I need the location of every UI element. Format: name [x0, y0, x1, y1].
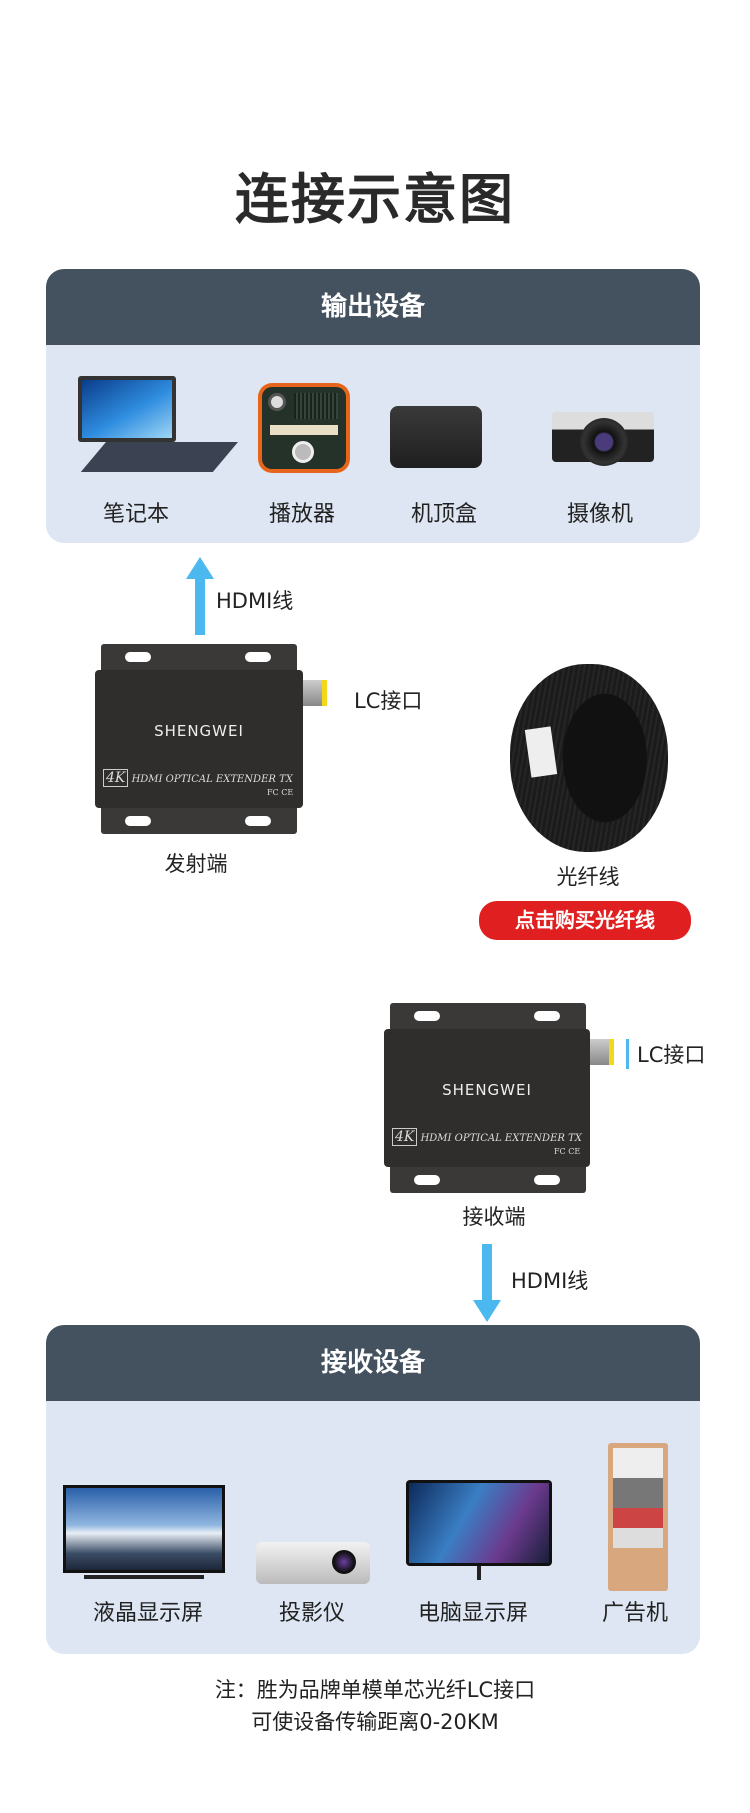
receiving-devices-panel: 接收设备: [46, 1325, 700, 1654]
rx-hdmi-label: HDMI线: [511, 1269, 589, 1293]
rx-lc-label: LC接口: [626, 1039, 705, 1069]
output-panel-header: 输出设备: [46, 269, 700, 345]
receiver-device: SHENGWEI 4K HDMI OPTICAL EXTENDER TX FC …: [384, 1003, 614, 1193]
output-label-camera: 摄像机: [566, 502, 634, 527]
rx-brand: SHENGWEI: [442, 1081, 532, 1099]
tx-model: HDMI OPTICAL EXTENDER TX: [131, 774, 293, 785]
input-label-monitor: 电脑显示屏: [417, 1601, 529, 1626]
arrow-up-icon: [186, 557, 214, 635]
monitor-icon: [406, 1480, 552, 1586]
note-line-2: 可使设备传输距离0-20KM: [251, 1710, 499, 1734]
output-label-player: 播放器: [268, 502, 336, 527]
input-label-projector: 投影仪: [278, 1601, 346, 1626]
rx-cert: FC CE: [554, 1147, 581, 1156]
note-line-1: 注：胜为品牌单模单芯光纤LC接口: [214, 1678, 536, 1702]
radio-player-icon: [258, 383, 350, 473]
rx-device-label: 接收端: [462, 1205, 526, 1229]
output-label-stb: 机顶盒: [410, 502, 478, 527]
page-title: 连接示意图: [235, 168, 515, 231]
laptop-icon: [78, 376, 238, 476]
rx-model-badge: 4K: [392, 1128, 418, 1146]
tx-lc-port: [303, 680, 327, 706]
tx-cert: FC CE: [267, 788, 294, 797]
transmitter-device: SHENGWEI 4K HDMI OPTICAL EXTENDER TX FC …: [95, 644, 327, 834]
projector-icon: [256, 1542, 370, 1584]
buy-fiber-button[interactable]: 点击购买光纤线: [479, 901, 691, 940]
input-panel-header: 接收设备: [46, 1325, 700, 1401]
fiber-label: 光纤线: [556, 865, 620, 889]
tx-device-label: 发射端: [164, 852, 228, 876]
camera-icon: [552, 400, 654, 472]
tv-icon: [63, 1485, 225, 1581]
rx-lc-port: [590, 1039, 614, 1065]
tx-model-badge: 4K: [103, 769, 129, 787]
ad-kiosk-icon: [608, 1443, 668, 1591]
rx-model: HDMI OPTICAL EXTENDER TX: [420, 1133, 582, 1144]
tx-brand: SHENGWEI: [154, 722, 244, 740]
tx-lc-label: LC接口: [354, 689, 423, 713]
tx-hdmi-label: HDMI线: [216, 589, 294, 613]
fiber-coil-icon: [510, 664, 668, 852]
arrow-down-icon: [473, 1244, 501, 1322]
output-label-laptop: 笔记本: [102, 502, 170, 527]
input-label-kiosk: 广告机: [601, 1601, 669, 1626]
input-label-tv: 液晶显示屏: [92, 1601, 204, 1626]
set-top-box-icon: [390, 406, 482, 468]
